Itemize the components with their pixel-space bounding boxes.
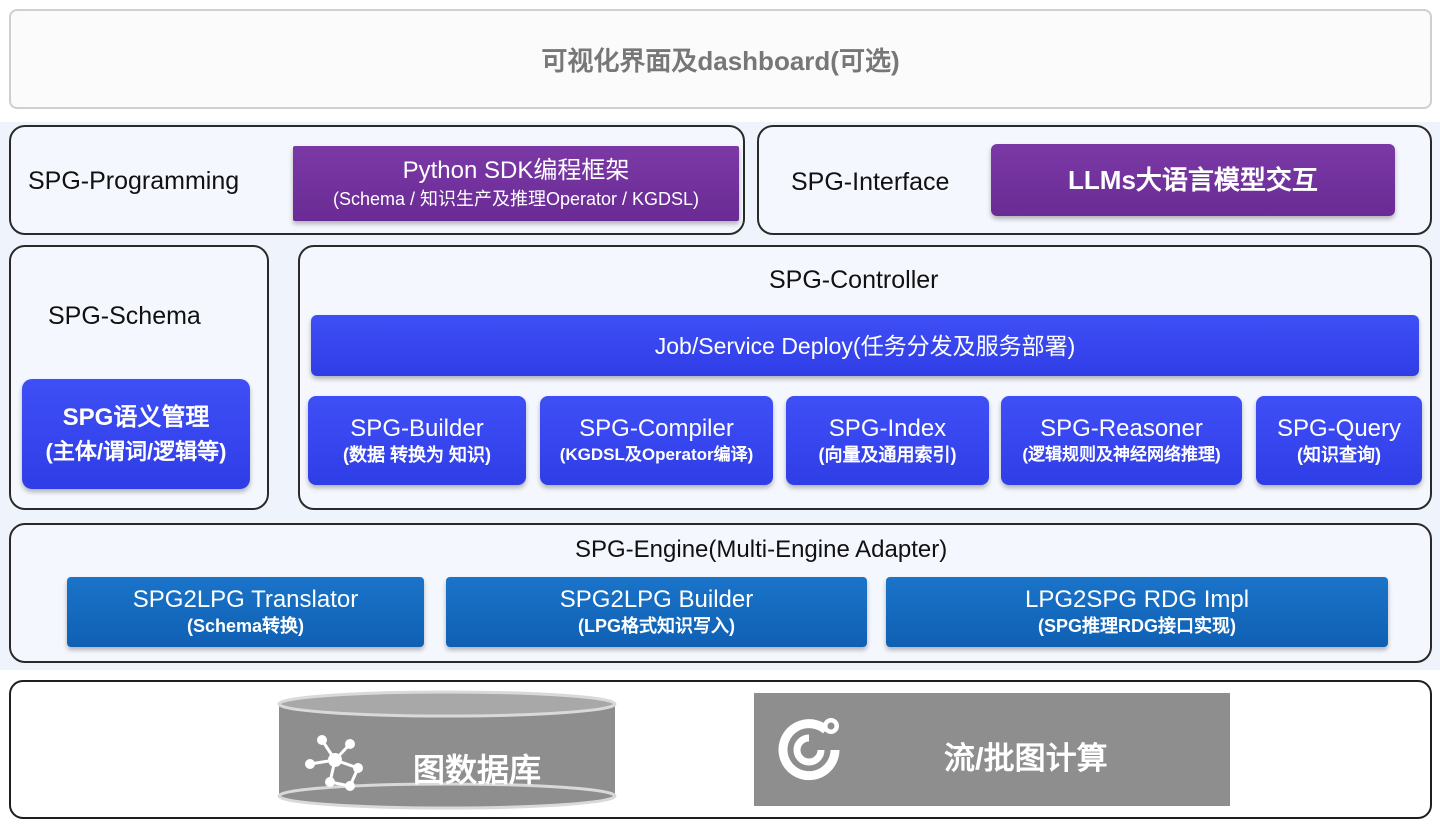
compute-engine-icon [778,718,840,781]
spg-compiler-box: SPG-Compiler (KGDSL及Operator编译) [540,396,773,485]
dashboard-label: 可视化界面及dashboard(可选) [541,45,900,76]
stream-batch-compute-box [754,693,1230,806]
python-sdk-subtitle: (Schema / 知识生产及推理Operator / KGDSL) [332,188,700,209]
spg-builder-subtitle: (数据 转换为 知识) [343,444,491,465]
spg-controller-title: SPG-Controller [769,266,939,294]
spg-builder-title: SPG-Builder [350,414,484,442]
job-service-deploy-label: Job/Service Deploy(任务分发及服务部署) [655,332,1075,360]
lpg2spg-rdg-impl-box: LPG2SPG RDG Impl (SPG推理RDG接口实现) [886,577,1388,647]
spg-query-box: SPG-Query (知识查询) [1256,396,1422,485]
spg-query-subtitle: (知识查询) [1297,444,1381,465]
spg-reasoner-title: SPG-Reasoner [1040,414,1203,442]
llm-interaction-box: LLMs大语言模型交互 [991,144,1395,216]
spg-engine-title: SPG-Engine(Multi-Engine Adapter) [575,536,948,563]
spg-reasoner-box: SPG-Reasoner (逻辑规则及神经网络推理) [1001,396,1242,485]
spg-index-box: SPG-Index (向量及通用索引) [786,396,989,485]
spg-programming-title: SPG-Programming [28,167,240,195]
spg2lpg-translator-subtitle: (Schema转换) [186,616,305,636]
spg-reasoner-subtitle: (逻辑规则及神经网络推理) [1022,444,1221,464]
spg2lpg-builder-subtitle: (LPG格式知识写入) [578,616,735,636]
graph-database-cylinder [277,690,617,810]
semantic-management-subtitle: (主体/谓词/逻辑等) [45,439,227,464]
python-sdk-box: Python SDK编程框架 (Schema / 知识生产及推理Operator… [293,146,739,221]
graph-network-icon [305,735,363,791]
spg-schema-title: SPG-Schema [48,302,201,330]
spg-index-subtitle: (向量及通用索引) [818,444,957,465]
spg-interface-title: SPG-Interface [791,168,950,196]
spg-query-title: SPG-Query [1276,414,1402,442]
llm-interaction-label: LLMs大语言模型交互 [1068,165,1318,195]
spg-index-title: SPG-Index [828,414,947,442]
stream-batch-compute-label: 流/批图计算 [944,741,1108,776]
spg2lpg-builder-title: SPG2LPG Builder [559,586,754,613]
lpg2spg-rdg-impl-title: LPG2SPG RDG Impl [1024,586,1250,613]
spg-compiler-subtitle: (KGDSL及Operator编译) [559,444,754,464]
spg2lpg-translator-title: SPG2LPG Translator [132,586,359,613]
semantic-management-box: SPG语义管理 (主体/谓词/逻辑等) [22,379,250,489]
python-sdk-title: Python SDK编程框架 [402,156,630,184]
semantic-management-title: SPG语义管理 [62,404,210,431]
spg2lpg-translator-box: SPG2LPG Translator (Schema转换) [67,577,424,647]
spg-builder-box: SPG-Builder (数据 转换为 知识) [308,396,526,485]
spg2lpg-builder-box: SPG2LPG Builder (LPG格式知识写入) [446,577,867,647]
spg-compiler-title: SPG-Compiler [579,414,734,442]
job-service-deploy-text: Job/Service Deploy(任务分发及服务部署) [654,332,1076,359]
job-service-deploy-box: Job/Service Deploy(任务分发及服务部署) [311,315,1419,376]
lpg2spg-rdg-impl-subtitle: (SPG推理RDG接口实现) [1038,616,1236,636]
graph-database-label: 图数据库 [413,752,542,788]
dashboard-banner: 可视化界面及dashboard(可选) [9,9,1432,109]
